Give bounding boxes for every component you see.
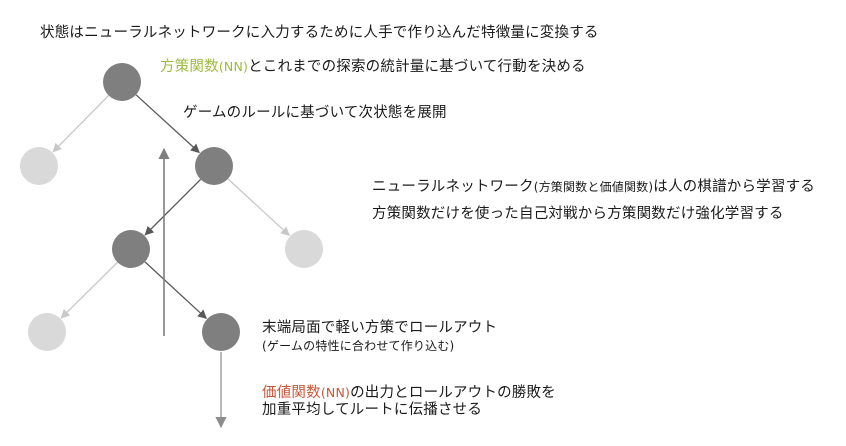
tree-node-l3-right <box>202 313 240 351</box>
edge-root-to-l1-right-arrow <box>135 94 200 154</box>
expansion-caption-text: ゲームのルールに基づいて次状態を展開 <box>183 105 447 121</box>
tree-nodes <box>20 63 323 351</box>
edge-l2-left-to-l3-right-arrow <box>144 261 207 320</box>
edge-l1-right-to-l2-right-arrow <box>227 178 290 237</box>
learning-caption-line2: 方策関数だけを使った自己対戦から方策関数だけ強化学習する <box>372 206 784 223</box>
tree-node-l2-left <box>112 230 150 268</box>
policy-nn-label: (NN) <box>218 59 249 74</box>
feature-caption-text: 状態はニューラルネットワークに入力するために人手で作り込んだ特徴量に変換する <box>40 25 599 41</box>
tree-node-l1-left <box>20 147 58 185</box>
tree-node-l1-right <box>195 147 233 185</box>
edge-l1-right-to-l2-left-arrow <box>144 178 202 236</box>
learning-line2: 方策関数だけを使った自己対戦から方策関数だけ強化学習する <box>372 206 784 222</box>
selection-caption: 方策関数(NN)とこれまでの探索の統計量に基づいて行動を決める <box>160 58 586 76</box>
tree-node-l3-left <box>28 313 66 351</box>
expansion-caption: ゲームのルールに基づいて次状態を展開 <box>183 105 447 122</box>
tree-node-l2-right <box>285 230 323 268</box>
value-function-label: 価値関数 <box>262 385 321 401</box>
policy-function-label: 方策関数 <box>160 59 219 75</box>
tree-node-root <box>103 63 141 101</box>
rollout-line1: 末端局面で軽い方策でロールアウト <box>262 320 498 336</box>
backup-caption-line2: 加重平均してルートに伝播させる <box>262 402 482 419</box>
edge-l2-left-to-l3-left-arrow <box>60 261 118 319</box>
feature-caption: 状態はニューラルネットワークに入力するために人手で作り込んだ特徴量に変換する <box>40 25 599 42</box>
backup-line1-text: の出力とロールアウトの勝敗を <box>350 385 556 401</box>
learning-caption-line1: ニューラルネットワーク(方策関数と価値関数)は人の棋譜から学習する <box>372 179 815 196</box>
tree-edges <box>52 94 290 320</box>
rollout-line2: (ゲームの特性に合わせて作り込む) <box>262 339 455 353</box>
learning-line1-b: は人の棋譜から学習する <box>653 179 815 195</box>
learning-line1-paren: (方策関数と価値関数) <box>533 180 654 194</box>
backup-caption-line1: 価値関数(NN)の出力とロールアウトの勝敗を <box>262 384 556 402</box>
process-arrows <box>158 147 227 429</box>
rollout-caption-line1: 末端局面で軽い方策でロールアウト <box>262 320 497 337</box>
edge-root-to-l1-left-arrow <box>52 95 110 153</box>
selection-caption-text: とこれまでの探索の統計量に基づいて行動を決める <box>248 59 586 75</box>
rollout-caption-line2: (ゲームの特性に合わせて作り込む) <box>262 339 454 353</box>
value-nn-label: (NN) <box>320 385 351 400</box>
backup-line2: 加重平均してルートに伝播させる <box>262 402 483 418</box>
learning-line1-a: ニューラルネットワーク <box>372 179 534 195</box>
